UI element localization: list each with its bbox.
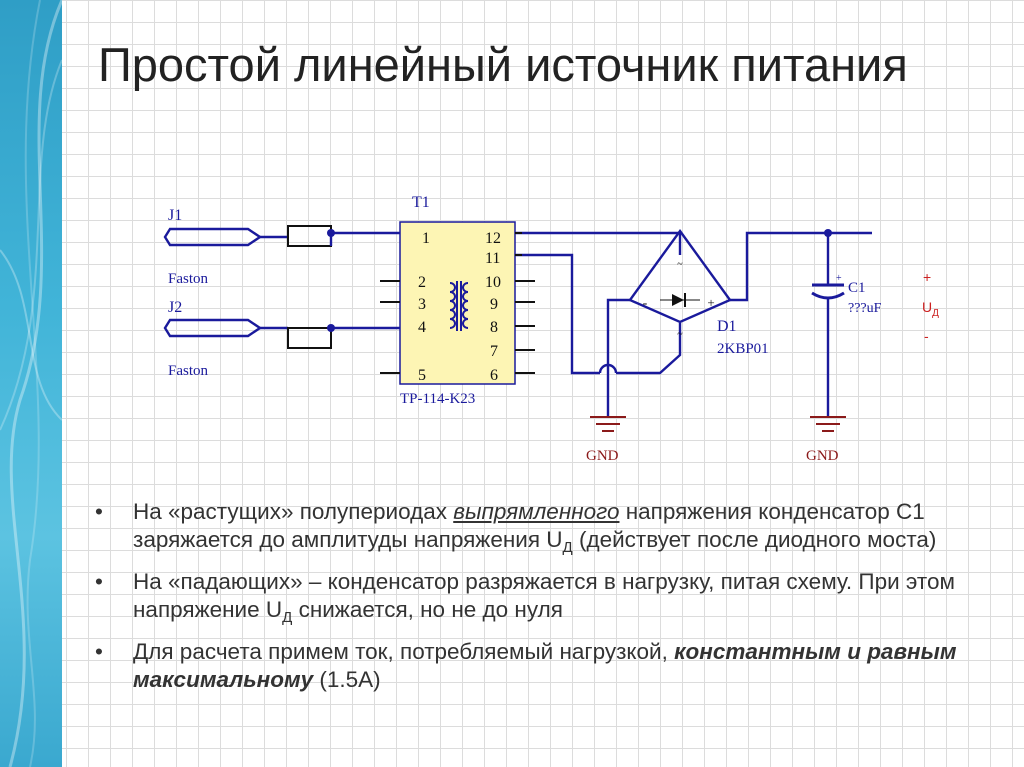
pin-label-11: 11: [485, 250, 500, 267]
capacitor-ref-label: C1: [848, 280, 866, 296]
bullet-item: • На «растущих» полупериодах выпрямленно…: [95, 499, 937, 556]
bullet-marker: •: [95, 569, 103, 594]
slide-title: Простой линейный источник питания: [98, 38, 908, 91]
j1-ref-label: J1: [168, 207, 182, 224]
bridge-plus-label: +: [707, 295, 714, 310]
pin-label-4: 4: [418, 319, 426, 336]
bullet-marker: •: [95, 499, 103, 524]
bridge-ref-label: D1: [717, 318, 737, 335]
power-supply-schematic: ~ ~ - + J1 Faston J2 Faston T1 TP-114-K2…: [163, 194, 939, 464]
j2-fuse: [287, 327, 332, 349]
capacitor-value-label: ???uF: [848, 301, 882, 316]
bullet-item: • На «падающих» – конденсатор разряжаетс…: [95, 569, 955, 626]
pin-label-9: 9: [490, 296, 498, 313]
decorative-sidebar: [0, 0, 62, 767]
bullet-marker: •: [95, 639, 103, 664]
svg-text:~: ~: [677, 259, 683, 270]
bridge-part-label: 2KBP01: [717, 341, 769, 357]
emphasis-text: выпрямленного: [453, 499, 620, 524]
pin-label-5: 5: [418, 367, 426, 384]
transformer-coil-icon: [449, 281, 469, 331]
bridge-diode-icon: ~ ~: [660, 259, 700, 340]
pin-label-7: 7: [490, 343, 498, 360]
output-plus-label: +: [923, 269, 931, 285]
svg-text:~: ~: [677, 329, 683, 340]
j2-ref-label: J2: [168, 299, 182, 316]
transformer-part-label: TP-114-K23: [400, 391, 475, 407]
pin-label-2: 2: [418, 274, 426, 291]
j2-connector-shape: [163, 318, 263, 338]
pin-label-1: 1: [422, 230, 430, 247]
emphasis-text: константным и равным максимальному: [133, 639, 957, 692]
gnd-symbols: [590, 416, 846, 432]
output-u-label: UД: [922, 299, 939, 319]
gnd-label-bridge: GND: [586, 448, 619, 464]
bullet-item: • Для расчета примем ток, потребляемый н…: [95, 639, 957, 692]
j1-fuse: [287, 225, 332, 247]
sidebar-swirl-decoration: [0, 0, 62, 767]
pin-label-8: 8: [490, 319, 498, 336]
output-minus-label: -: [924, 328, 929, 344]
j1-type-label: Faston: [168, 271, 209, 287]
bullet-list: • На «растущих» полупериодах выпрямленно…: [95, 498, 975, 700]
gnd-label-capacitor: GND: [806, 448, 839, 464]
pin-label-10: 10: [485, 274, 501, 291]
pin-label-12: 12: [485, 230, 501, 247]
j1-connector-shape: [163, 227, 263, 247]
pin-label-6: 6: [490, 367, 498, 384]
svg-text:+: +: [836, 273, 842, 284]
transformer-ref-label: T1: [412, 194, 430, 211]
j2-type-label: Faston: [168, 363, 209, 379]
pin-label-3: 3: [418, 296, 426, 313]
bridge-minus-label: -: [643, 296, 648, 311]
